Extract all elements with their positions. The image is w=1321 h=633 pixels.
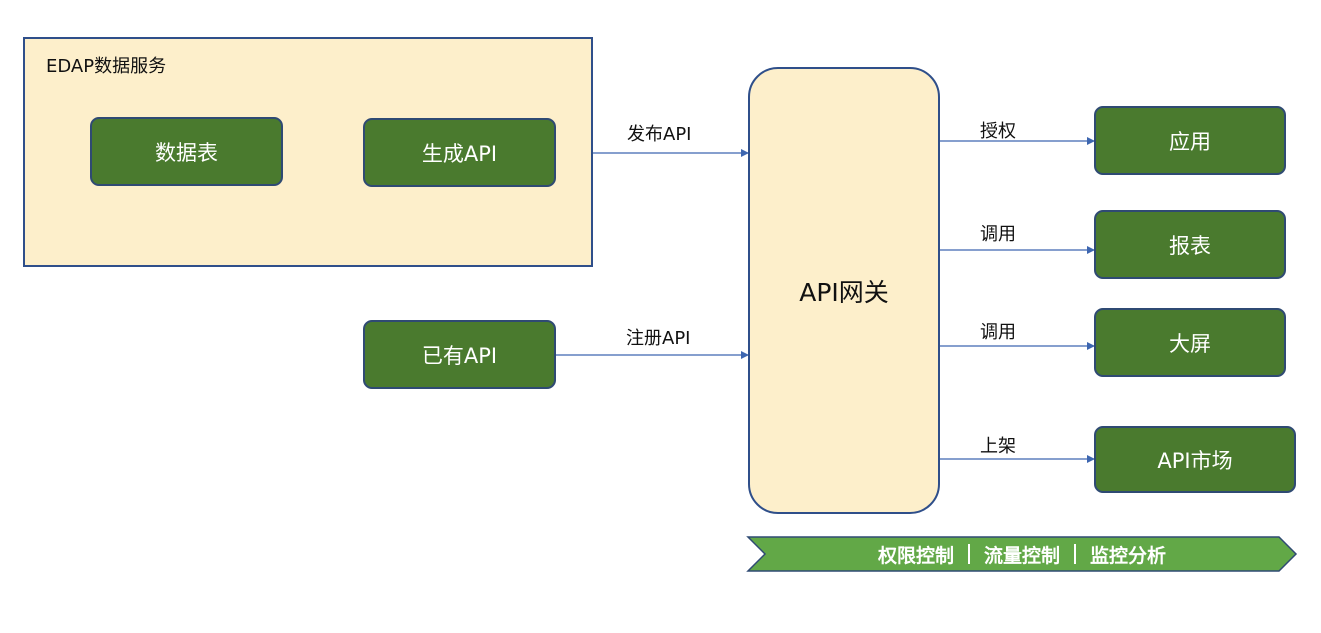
node-data-table: 数据表 [90,117,283,186]
gateway-label: API网关 [799,277,889,307]
node-generate-api: 生成API [363,118,556,187]
banner-item-monitoring: 监控分析 [1090,544,1167,567]
edge-label-call-report: 调用 [980,224,1016,245]
edge-label-list: 上架 [980,436,1016,457]
capability-banner-shape [746,536,1298,572]
banner-separator [1074,544,1076,564]
node-api-market: API市场 [1094,426,1296,493]
node-big-screen: 大屏 [1094,308,1286,377]
edge-label-call-screen: 调用 [980,322,1016,343]
edge-label-register: 注册API [626,328,691,349]
node-application: 应用 [1094,106,1286,175]
edge-label-publish: 发布API [627,124,692,145]
node-report: 报表 [1094,210,1286,279]
node-api-gateway: API网关 [748,67,940,514]
capability-banner: 权限控制 流量控制 监控分析 [748,537,1296,571]
banner-item-permission: 权限控制 [877,544,954,567]
node-existing-api: 已有API [363,320,556,389]
group-title: EDAP数据服务 [46,56,167,77]
edge-label-authorize: 授权 [980,121,1016,142]
banner-separator [967,544,970,564]
banner-item-traffic: 流量控制 [983,544,1060,567]
